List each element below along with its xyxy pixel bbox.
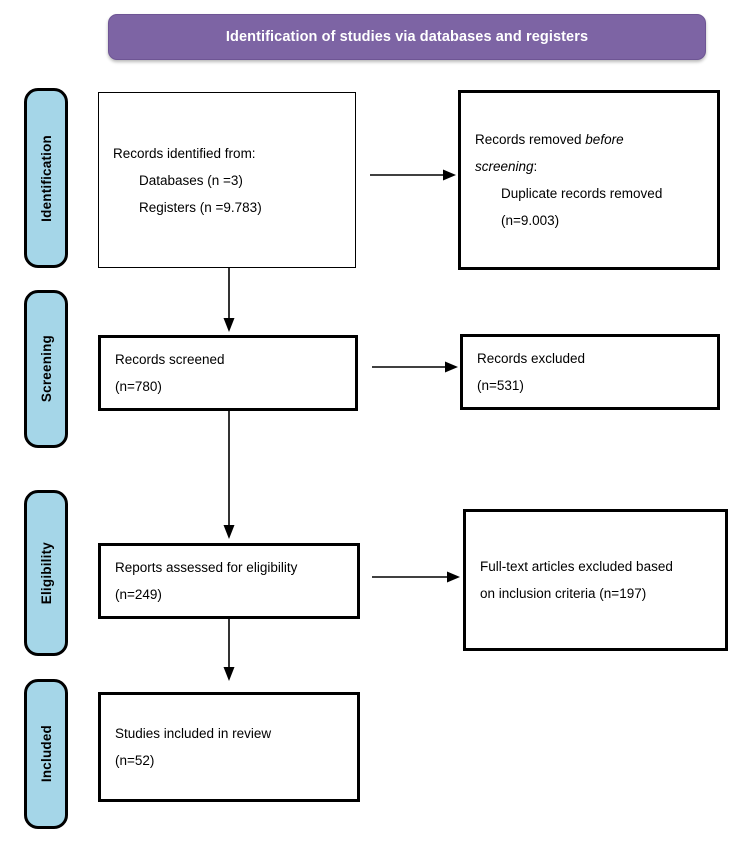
box-line-emphasis: screening bbox=[475, 159, 534, 174]
phase-label-text: Identification bbox=[38, 134, 54, 222]
box-line: (n=780) bbox=[115, 379, 162, 394]
box-line: Duplicate records removed bbox=[501, 186, 663, 201]
box-line-prefix: Records removed bbox=[475, 132, 586, 147]
box-line: screening: bbox=[475, 153, 703, 180]
box-line: Registers (n =9.783) bbox=[139, 199, 262, 215]
phase-label-text: Eligibility bbox=[38, 541, 54, 605]
box-records-screened: Records screened (n=780) bbox=[98, 335, 358, 411]
phase-label-eligibility: Eligibility bbox=[24, 490, 68, 656]
arrow-right-icon bbox=[372, 570, 460, 584]
box-records-identified: Records identified from: Databases (n =3… bbox=[98, 92, 356, 268]
arrow-right-icon bbox=[370, 168, 456, 182]
arrow-down-icon bbox=[222, 619, 236, 681]
page-title: Identification of studies via databases … bbox=[225, 29, 589, 45]
box-line: (n=531) bbox=[477, 378, 524, 393]
box-line: on inclusion criteria (n=197) bbox=[480, 586, 647, 601]
arrow-right-icon bbox=[372, 360, 458, 374]
box-line: Records removed before bbox=[475, 126, 703, 153]
phase-label-text: Included bbox=[38, 725, 54, 783]
box-line-emphasis: before bbox=[585, 132, 624, 147]
box-line: (n=52) bbox=[115, 753, 155, 768]
box-records-removed: Records removed before screening: Duplic… bbox=[458, 90, 720, 270]
box-line: (n=9.003) bbox=[501, 213, 560, 228]
box-fulltext-excluded: Full-text articles excluded based on inc… bbox=[463, 509, 728, 651]
box-studies-included: Studies included in review (n=52) bbox=[98, 692, 360, 802]
box-line: Records screened bbox=[115, 352, 225, 367]
phase-label-screening: Screening bbox=[24, 290, 68, 448]
box-reports-assessed: Reports assessed for eligibility (n=249) bbox=[98, 543, 360, 619]
box-line-suffix: : bbox=[533, 159, 538, 174]
phase-label-included: Included bbox=[24, 679, 68, 829]
phase-label-identification: Identification bbox=[24, 88, 68, 268]
arrow-down-icon bbox=[222, 268, 236, 332]
box-line: Records identified from: bbox=[113, 145, 256, 161]
box-line: Studies included in review bbox=[115, 726, 272, 741]
box-line: Reports assessed for eligibility bbox=[115, 560, 298, 575]
phase-label-text: Screening bbox=[38, 335, 54, 403]
box-line: (n=249) bbox=[115, 587, 162, 602]
box-line: Records excluded bbox=[477, 351, 586, 366]
diagram-header-banner: Identification of studies via databases … bbox=[108, 14, 706, 60]
box-line: Full-text articles excluded based bbox=[480, 559, 673, 574]
box-records-excluded: Records excluded (n=531) bbox=[460, 334, 720, 410]
arrow-down-icon bbox=[222, 411, 236, 539]
box-line: Databases (n =3) bbox=[139, 172, 243, 188]
